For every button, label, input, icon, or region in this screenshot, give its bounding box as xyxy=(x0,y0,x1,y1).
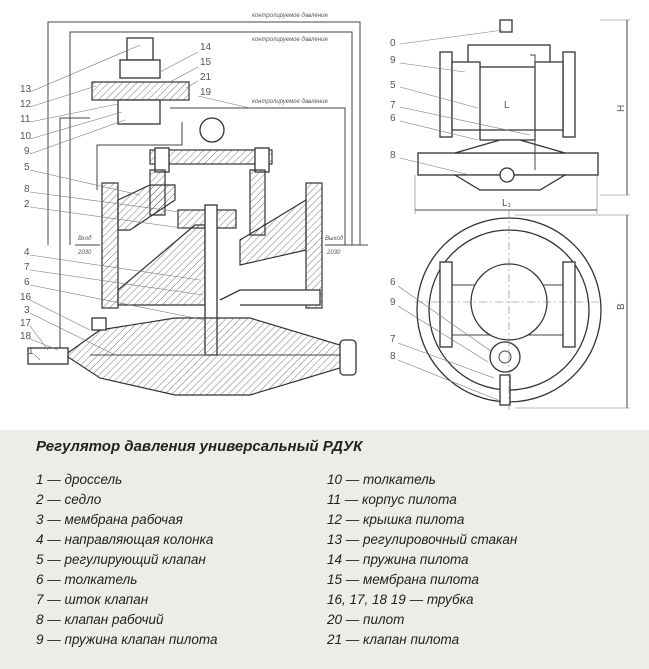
callout-9: 9 xyxy=(24,146,30,157)
callout-4: 4 xyxy=(24,247,30,258)
callout-16: 16 xyxy=(20,292,32,303)
inlet-label: Вход xyxy=(78,236,92,242)
callout-5: 5 xyxy=(390,80,396,91)
left-callouts: 13 12 11 10 9 5 8 2 4 7 6 16 3 17 18 1 xyxy=(20,44,206,361)
callout-6: 6 xyxy=(24,277,30,288)
callout-19: 19 xyxy=(200,87,212,98)
top-callouts: 14 15 21 19 xyxy=(159,42,251,109)
technical-drawing: контролируемое давление контролируемое д… xyxy=(20,13,630,410)
callout-0: 0 xyxy=(390,38,396,49)
callout-6: 6 xyxy=(390,113,396,124)
callout-8: 8 xyxy=(390,351,396,362)
callout-15: 15 xyxy=(200,57,212,68)
legend-item: 5 — регулирующий клапан xyxy=(36,552,206,567)
legend-item: 3 — мембрана рабочая xyxy=(36,512,183,527)
callout-6: 6 xyxy=(390,277,396,288)
callout-5: 5 xyxy=(24,162,30,173)
callout-17: 17 xyxy=(20,318,32,329)
pressure-label: контролируемое давление xyxy=(252,13,328,19)
legend-item: 10 — толкатель xyxy=(327,472,436,487)
dim-H: H xyxy=(616,105,627,112)
pressure-label: контролируемое давление xyxy=(252,99,328,105)
legend-item: 20 — пилот xyxy=(327,612,405,627)
callout-2: 2 xyxy=(24,199,30,210)
callout-11: 11 xyxy=(20,114,31,125)
legend-item: 8 — клапан рабочий xyxy=(36,612,164,627)
legend-item: 21 — клапан пилота xyxy=(327,632,460,647)
callout-8: 8 xyxy=(390,150,396,161)
legend-item: 13 — регулировочный стакан xyxy=(327,532,518,547)
callout-7: 7 xyxy=(24,262,30,273)
callout-7: 7 xyxy=(390,100,396,111)
inlet-dn: 2030 xyxy=(77,250,92,256)
callout-9: 9 xyxy=(390,55,396,66)
pilot-assembly xyxy=(91,37,190,125)
dim-L: L xyxy=(504,100,510,111)
eye-bolt xyxy=(199,117,225,143)
legend-item: 15 — мембрана пилота xyxy=(327,572,479,587)
legend-item: 16, 17, 18 19 — трубка xyxy=(327,592,474,607)
callout-13: 13 xyxy=(20,84,32,95)
callout-8: 8 xyxy=(24,184,30,195)
callout-14: 14 xyxy=(200,42,212,53)
legend-item: 14 — пружина пилота xyxy=(327,552,469,567)
legend-item: 4 — направляющая колонка xyxy=(36,532,214,547)
legend-left-column: 1 — дроссель 2 — седло 3 — мембрана рабо… xyxy=(36,470,218,650)
side-view: L L₁ H 0 9 5 7 6 8 xyxy=(390,19,630,214)
legend-item: 2 — седло xyxy=(36,492,102,507)
callout-12: 12 xyxy=(20,99,32,110)
callout-21: 21 xyxy=(200,72,212,83)
legend-right-column: 10 — толкатель 11 — корпус пилота 12 — к… xyxy=(327,470,517,650)
callout-10: 10 xyxy=(20,131,32,142)
callout-1: 1 xyxy=(28,346,34,357)
outlet-dn: 2030 xyxy=(326,250,341,256)
dim-B: B xyxy=(616,303,627,310)
callout-7: 7 xyxy=(390,334,396,345)
pressure-label: контролируемое давление xyxy=(252,37,328,43)
legend-item: 1 — дроссель xyxy=(36,472,123,487)
plan-view: B 6 9 7 8 xyxy=(390,210,630,410)
dim-L1: L₁ xyxy=(502,198,512,209)
callout-18: 18 xyxy=(20,331,32,342)
legend-item: 12 — крышка пилота xyxy=(327,512,465,527)
main-valve-body xyxy=(27,147,357,396)
callout-3: 3 xyxy=(24,305,30,316)
legend-item: 9 — пружина клапан пилота xyxy=(36,632,218,647)
legend-panel: Регулятор давления универсальный РДУК 1 … xyxy=(0,430,649,669)
legend-item: 6 — толкатель xyxy=(36,572,138,587)
outlet-label: Выход xyxy=(325,236,344,242)
legend-item: 11 — корпус пилота xyxy=(327,492,457,507)
legend-title: Регулятор давления универсальный РДУК xyxy=(36,438,363,455)
callout-9: 9 xyxy=(390,297,396,308)
legend-item: 7 — шток клапан xyxy=(36,592,149,607)
pressure-lines xyxy=(47,21,368,350)
